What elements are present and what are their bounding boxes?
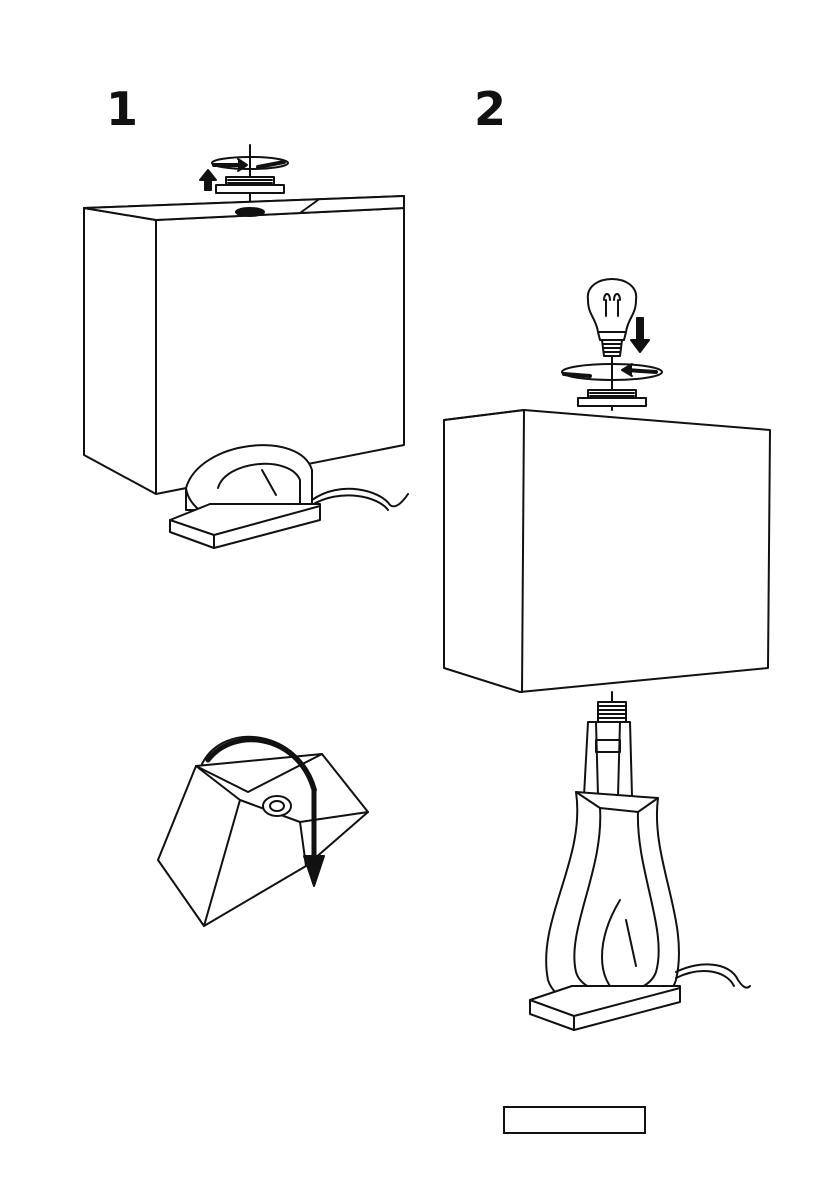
page-number-box	[503, 1106, 646, 1134]
lamp-plinth-icon	[530, 986, 680, 1030]
socket-ring-icon	[578, 390, 646, 406]
socket-threaded-rod-icon	[598, 692, 626, 722]
up-arrow-icon	[200, 170, 216, 190]
lampshade-icon-2	[444, 410, 770, 692]
step2-lamp-illustration	[444, 279, 770, 1030]
tilted-shade-illustration	[158, 737, 368, 926]
teardrop-lamp-base-icon	[546, 792, 750, 1010]
down-arrow-icon	[631, 318, 649, 352]
step1-lamp-illustration	[84, 145, 408, 548]
shade-ring-icon	[216, 177, 284, 193]
lamp-neck-icon	[584, 722, 632, 796]
